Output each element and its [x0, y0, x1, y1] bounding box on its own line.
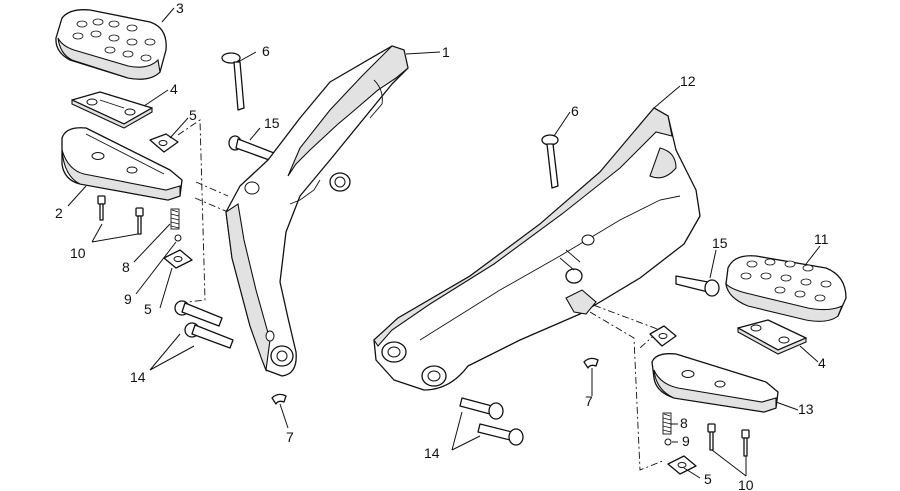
left-bracket-upper	[149, 133, 179, 153]
left-hanger-bracket	[225, 45, 409, 377]
right-bracket-upper	[649, 325, 677, 347]
right-footpeg-body	[651, 353, 779, 413]
callout-8-left: 8	[122, 259, 130, 275]
callout-labels: 3 1 4 5 6 15 2 10 8 9 5 14 7 12 6 15 11 …	[55, 0, 829, 491]
callout-9-right: 9	[682, 433, 690, 449]
callout-5-right: 5	[704, 471, 712, 487]
callout-5-left-upper: 5	[189, 107, 197, 123]
callout-14-left: 14	[130, 369, 146, 385]
callout-1: 1	[442, 44, 450, 60]
left-footpeg-body	[61, 127, 183, 201]
callout-13: 13	[798, 401, 814, 417]
right-footpeg-rubber	[725, 255, 847, 322]
callout-7-left: 7	[286, 429, 294, 445]
right-clip	[583, 357, 599, 369]
callout-14-right: 14	[424, 445, 440, 461]
right-hanger-bracket	[373, 107, 701, 391]
callout-4-left: 4	[170, 81, 178, 97]
callout-2: 2	[55, 205, 63, 221]
right-long-pin	[541, 134, 559, 189]
left-plate	[71, 91, 153, 129]
left-bolts-14	[174, 300, 234, 349]
right-bolt-15	[675, 275, 720, 297]
left-long-pin	[221, 52, 245, 111]
callout-4-right: 4	[818, 355, 826, 371]
left-clip	[271, 393, 287, 405]
callout-7-right: 7	[585, 393, 593, 409]
right-spring-ball-bolts-plate	[662, 412, 750, 475]
callout-6-right: 6	[571, 103, 579, 119]
callout-9-left: 9	[124, 291, 132, 307]
callout-11: 11	[814, 231, 829, 247]
callout-8-right: 8	[680, 415, 688, 431]
callout-15-right: 15	[712, 235, 728, 251]
left-bolt-15	[228, 135, 275, 162]
left-spring-ball-plate	[163, 208, 193, 269]
callout-5-left-lower: 5	[144, 301, 152, 317]
left-small-bolts	[97, 195, 144, 235]
callout-10-right: 10	[738, 477, 754, 491]
callout-3: 3	[176, 0, 184, 16]
right-bolts-14	[459, 397, 524, 446]
callout-6-left: 6	[262, 43, 270, 59]
callout-12: 12	[680, 73, 696, 89]
callout-15-left: 15	[264, 115, 280, 131]
left-footpeg-rubber	[55, 9, 167, 80]
right-plate	[737, 319, 807, 355]
callout-leader-lines	[67, 7, 821, 479]
callout-10-left: 10	[70, 245, 86, 261]
